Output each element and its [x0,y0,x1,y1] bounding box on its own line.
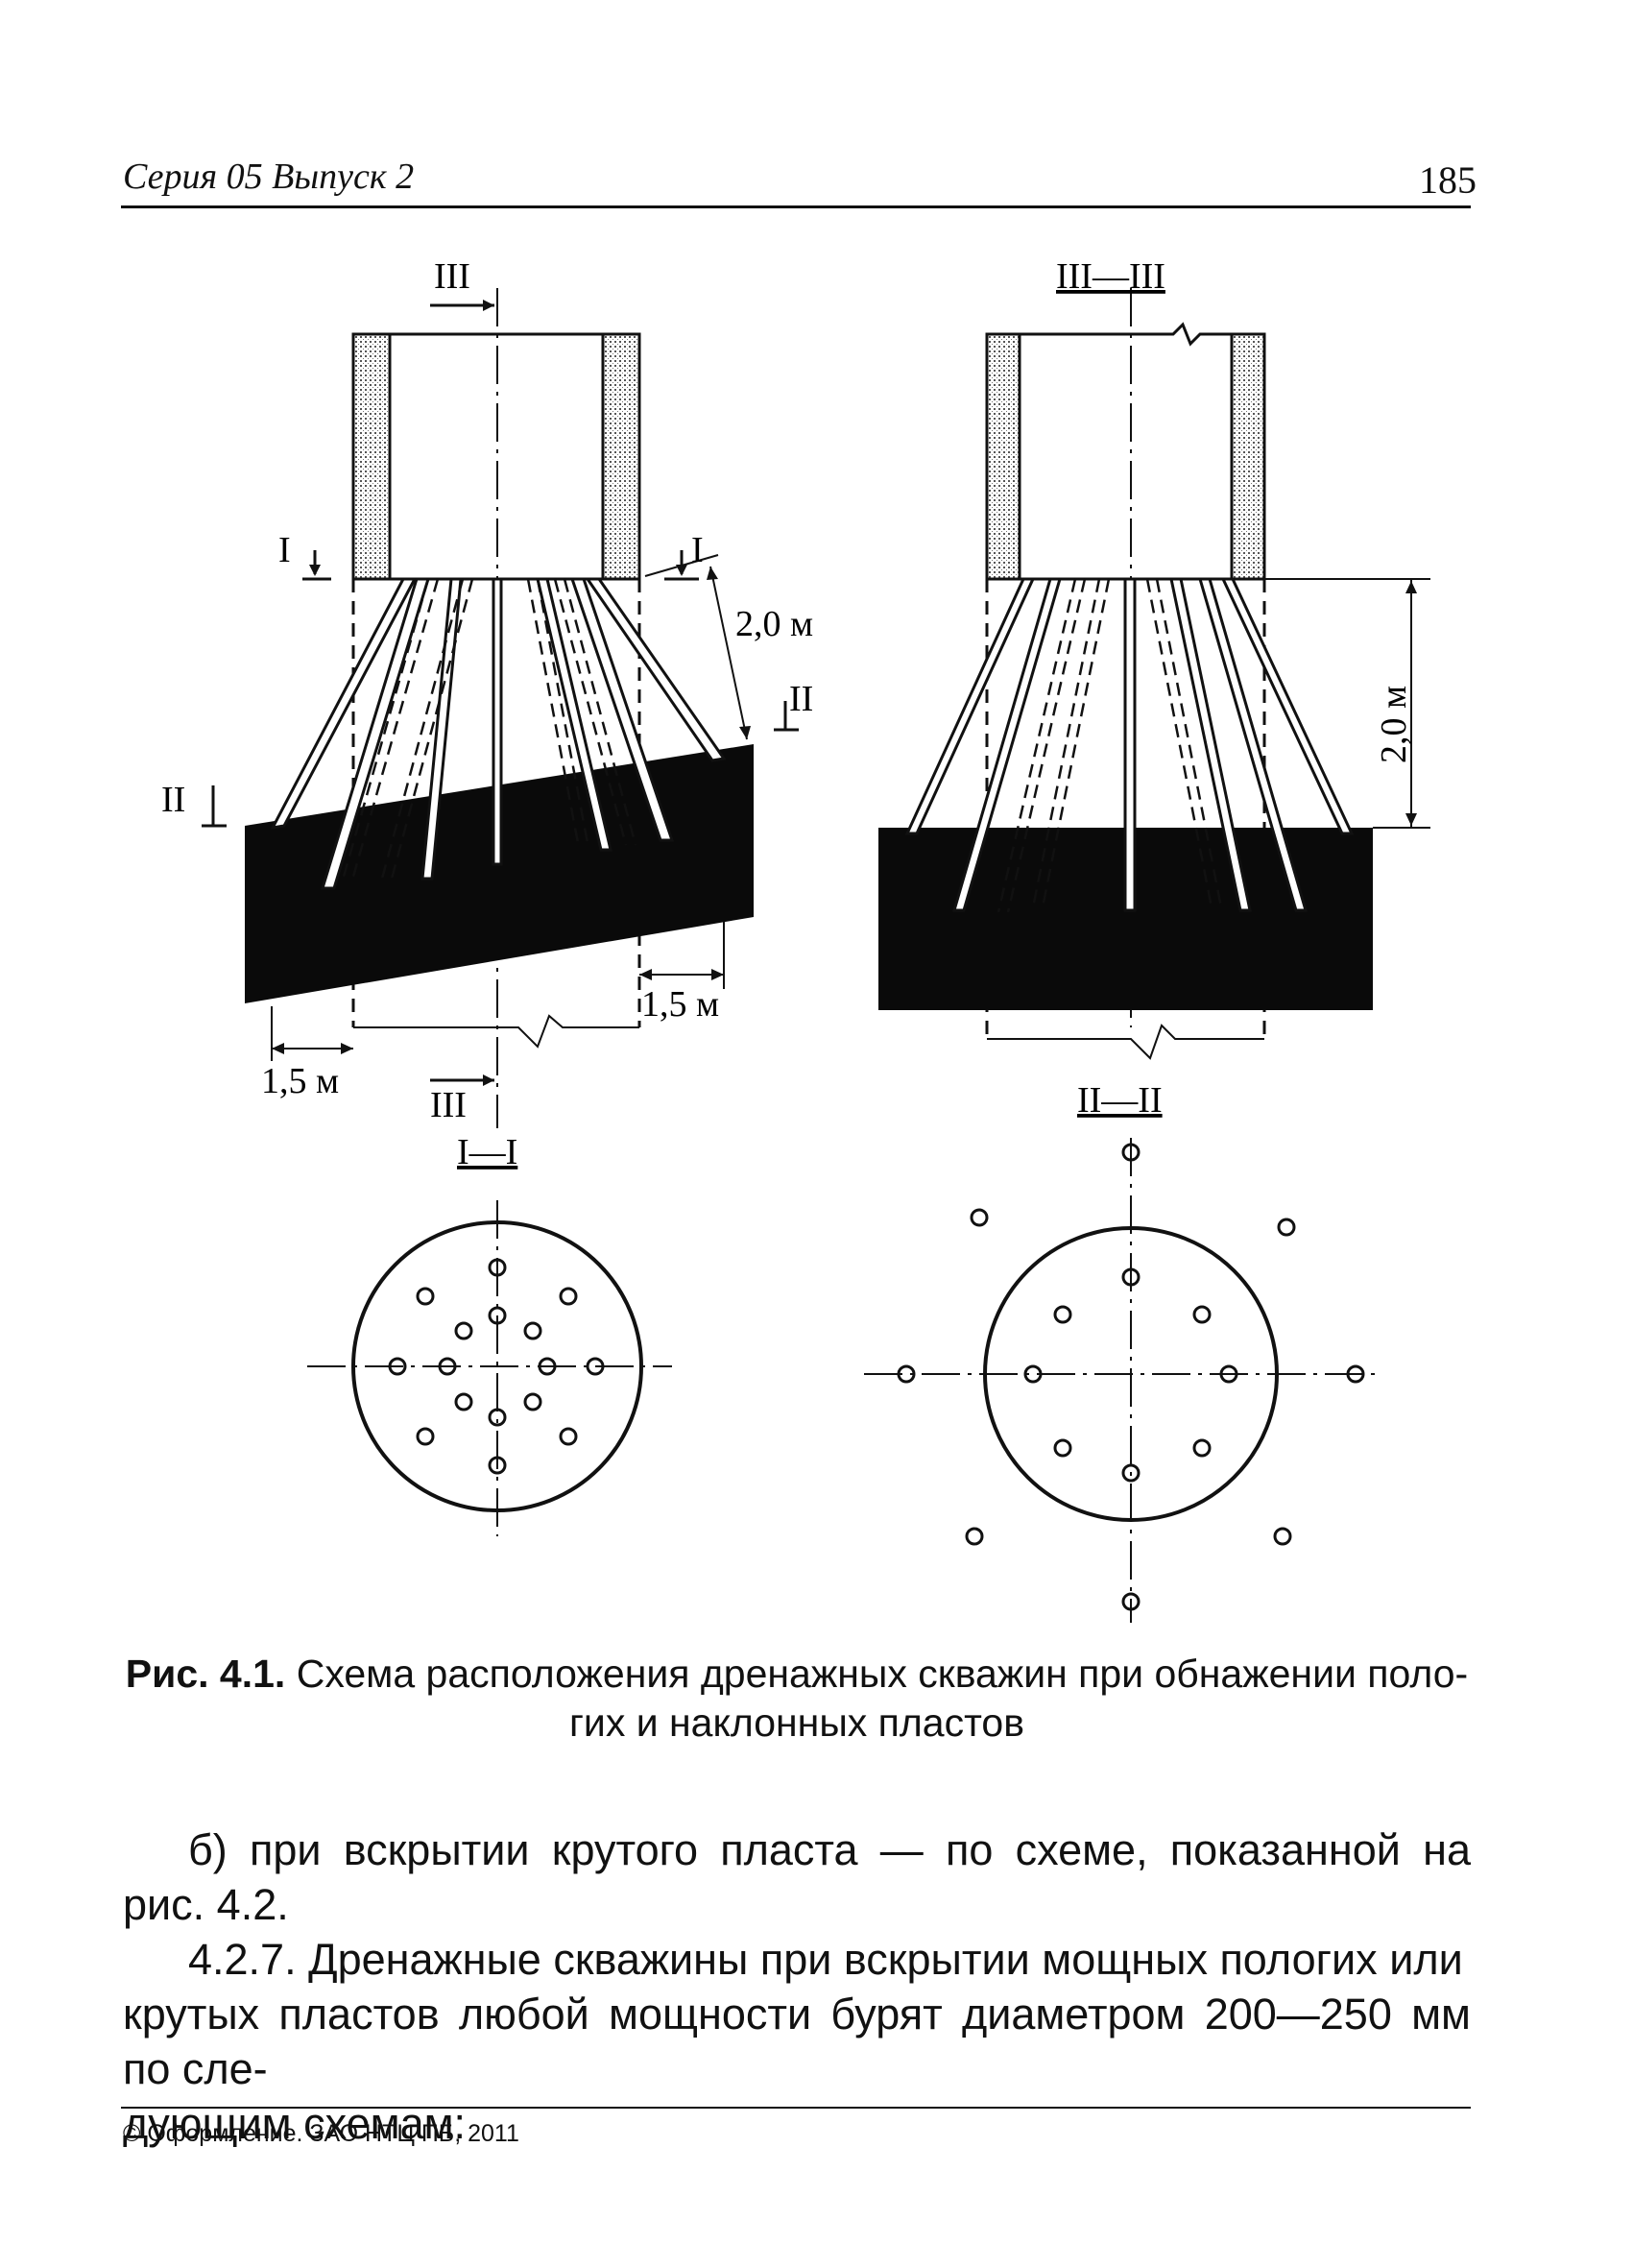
borehole-holes [388,1258,605,1475]
boreholes-solid [904,577,1355,912]
dim-2m-right: 2,0 м [1374,686,1414,763]
paragraph-4-2-7-line-1: 4.2.7. Дренажные скважины при вскрытии м… [188,1935,1463,1984]
right-shaft-view [878,288,1430,1060]
shaft-wall-right [601,332,641,581]
left-shaft-view [202,288,799,1128]
paragraph-4-2-7-line-2: крутых пластов любой мощности бурят диам… [123,1990,1471,2093]
dim-1-5m-left: 1,5 м [261,1061,339,1101]
boreholes-dashed [340,578,637,884]
shaft-wall-left [351,332,392,581]
section-II-II-title: II—II [1077,1080,1163,1121]
label-II-right: II [789,679,813,719]
footer-rule [121,2107,1471,2109]
boreholes-dashed [997,578,1223,913]
shaft-wall-left [985,332,1021,581]
section-I-I-plan [307,1200,672,1536]
label-II-left: II [161,780,185,820]
header-rule [121,205,1471,208]
series-title: Серия 05 Выпуск 2 [123,157,415,197]
caption-line-1: Схема расположения дренажных скважин при… [296,1652,1469,1696]
dim-1-5m-right: 1,5 м [641,984,719,1025]
section-I-I-title: I—I [457,1132,517,1172]
page-number: 185 [1419,158,1477,202]
body-text: б) при вскрытии крутого пласта — по схем… [123,1822,1471,2151]
borehole-holes [897,1143,1365,1611]
figure-4-1: III III I I II II 2,0 м 1,5 м 1,5 м [161,256,1430,1623]
boreholes-solid [270,577,727,890]
label-I-left: I [278,530,291,570]
caption-line-2: гих и наклонных пластов [568,1701,1025,1746]
label-I-right: I [691,530,704,570]
paragraph-b: б) при вскрытии крутого пласта — по схем… [123,1825,1471,1929]
dim-2m-left: 2,0 м [735,604,813,644]
section-III-III-title: III—III [1056,256,1165,297]
label-III-bottom: III [430,1085,467,1125]
copyright-footer: © Оформление. ЗАО НТЦ ПБ, 2011 [123,2120,519,2147]
caption-label: Рис. 4.1. [125,1652,286,1696]
label-III-top: III [434,256,470,297]
figure-caption: Рис. 4.1. Схема расположения дренажных с… [123,1650,1471,1749]
shaft-wall-right [1230,332,1266,581]
section-II-II-plan [864,1138,1382,1623]
